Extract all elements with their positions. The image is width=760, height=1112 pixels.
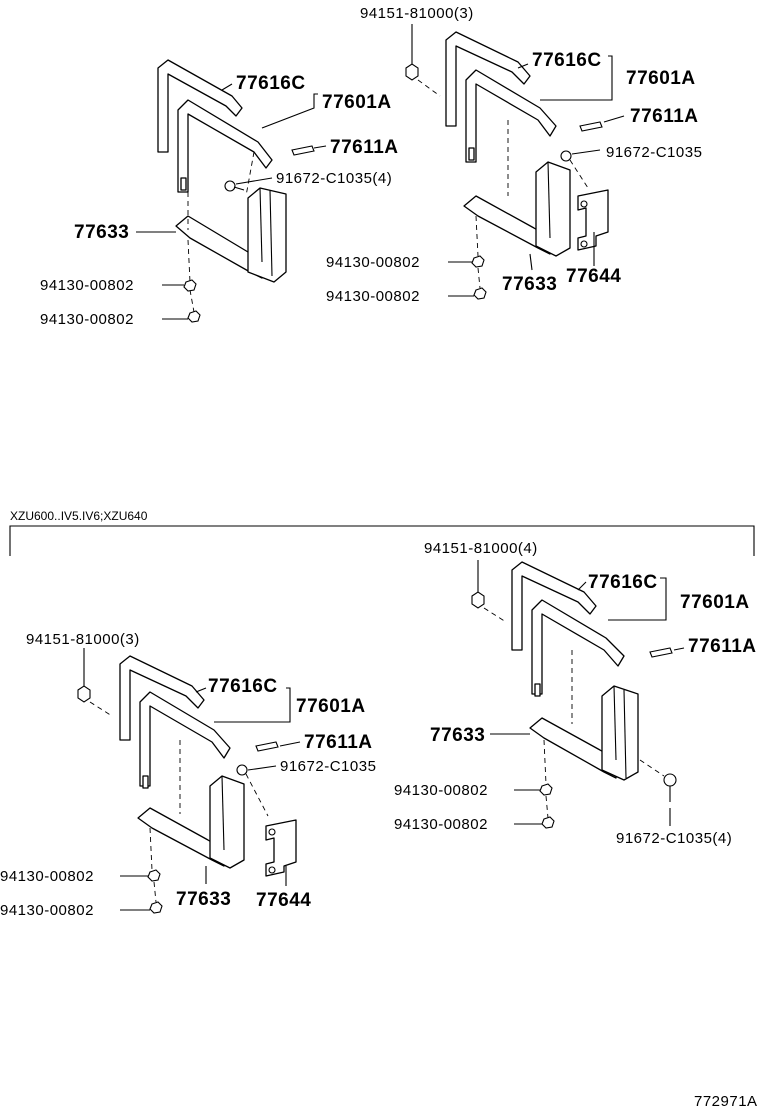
diagram-reference: 772971A [694, 1093, 758, 1110]
bolt-label: 77611A [688, 636, 757, 657]
pad-strip-drawing [157, 59, 243, 153]
nut-1-label: 94130-00802 [0, 868, 94, 885]
cap-nut-label: 94151-81000(4) [424, 540, 538, 557]
bracket-set-label: 77601A [626, 68, 696, 89]
bracket-arm-drawing [139, 691, 231, 787]
bracket-arm-drawing [465, 69, 557, 163]
mount-bolt-label: 91672-C1035(4) [276, 170, 392, 187]
bracket-set-label: 77601A [322, 92, 392, 113]
group-note: XZU600..IV5.IV6;XZU640 [10, 509, 148, 523]
pad-label: 77616C [588, 572, 658, 593]
support-label: 77633 [176, 889, 231, 910]
assembly-view-4: 94151-81000(4) 77616C 77601A 77611A 7763… [394, 540, 757, 847]
mount-bolt-label: 91672-C1035 [606, 144, 702, 161]
cap-nut-label: 94151-81000(3) [26, 631, 140, 648]
assembly-view-2: 94151-81000(3) 77616C 77601A 77611A 9167… [326, 5, 702, 305]
mount-bolt-label: 91672-C1035(4) [616, 830, 732, 847]
pad-label: 77616C [236, 73, 306, 94]
pad-label: 77616C [532, 50, 602, 71]
bolt-label: 77611A [304, 732, 373, 753]
pad-label: 77616C [208, 676, 278, 697]
bolt-label: 77611A [630, 106, 699, 127]
nut-2-label: 94130-00802 [326, 288, 420, 305]
plate-label: 77644 [256, 890, 311, 911]
pad-strip-drawing [445, 31, 531, 127]
bracket-arm-drawing [531, 599, 625, 695]
nut-2-label: 94130-00802 [0, 902, 94, 919]
bracket-set-label: 77601A [680, 592, 750, 613]
mount-bolt-label: 91672-C1035 [280, 758, 376, 775]
support-label: 77633 [430, 725, 485, 746]
cap-nut-label: 94151-81000(3) [360, 5, 474, 22]
support-label: 77633 [502, 274, 557, 295]
assembly-view-3: 94151-81000(3) 77616C 77601A 77611A 9167… [0, 631, 376, 919]
assembly-view-1: 77616C 77601A 77611A 91672-C1035(4) 7763… [40, 59, 399, 328]
bracket-arm-drawing [177, 99, 273, 193]
group-bracket [9, 525, 755, 556]
nut-2-label: 94130-00802 [40, 311, 134, 328]
plate-label: 77644 [566, 266, 621, 287]
bracket-set-label: 77601A [296, 696, 366, 717]
nut-2-label: 94130-00802 [394, 816, 488, 833]
nut-1-label: 94130-00802 [326, 254, 420, 271]
pad-strip-drawing [511, 561, 597, 651]
support-label: 77633 [74, 222, 129, 243]
nut-1-label: 94130-00802 [40, 277, 134, 294]
bolt-label: 77611A [330, 137, 399, 158]
pad-strip-drawing [119, 655, 205, 741]
nut-1-label: 94130-00802 [394, 782, 488, 799]
